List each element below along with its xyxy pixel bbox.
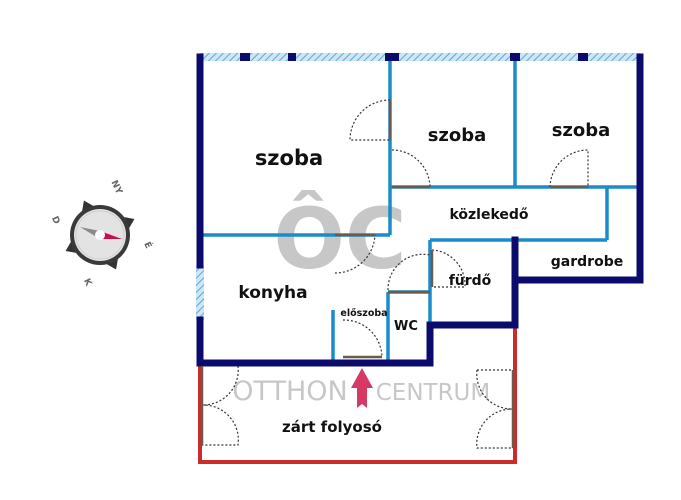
- inner-walls: [200, 57, 640, 363]
- room-label-kozlekedo: közlekedő: [449, 207, 528, 223]
- room-label-wc: WC: [394, 319, 418, 334]
- compass-label-e: É: [141, 240, 154, 251]
- watermark-mark: ÔC: [273, 190, 406, 288]
- room-label-szoba-large: szoba: [255, 146, 323, 170]
- watermark-line-centrum: CENTRUM: [376, 380, 491, 406]
- entrance-arrow: [351, 368, 373, 408]
- compass-label-k: K: [81, 277, 93, 288]
- outer-walls: [196, 53, 644, 367]
- room-label-szoba-right: szoba: [552, 120, 611, 141]
- doors: [200, 99, 589, 449]
- room-label-furdo: fürdő: [449, 273, 492, 289]
- room-label-konyha: konyha: [238, 283, 307, 303]
- room-label-zart-folyoso: zárt folyosó: [282, 418, 382, 436]
- windows: [196, 53, 640, 320]
- room-label-gardrobe: gardrobe: [551, 254, 623, 270]
- room-label-eloszoba: előszoba: [340, 308, 387, 319]
- compass-label-ny: NY: [109, 179, 124, 196]
- otthon-centrum-watermark: ÔC OTTHON CENTRUM: [232, 190, 490, 407]
- watermark-line-otthon: OTTHON: [232, 376, 348, 407]
- room-label-szoba-middle: szoba: [428, 125, 487, 146]
- enclosed-corridor-outline: [198, 325, 517, 464]
- compass: NY D É K: [49, 179, 155, 289]
- compass-label-d: D: [49, 215, 61, 226]
